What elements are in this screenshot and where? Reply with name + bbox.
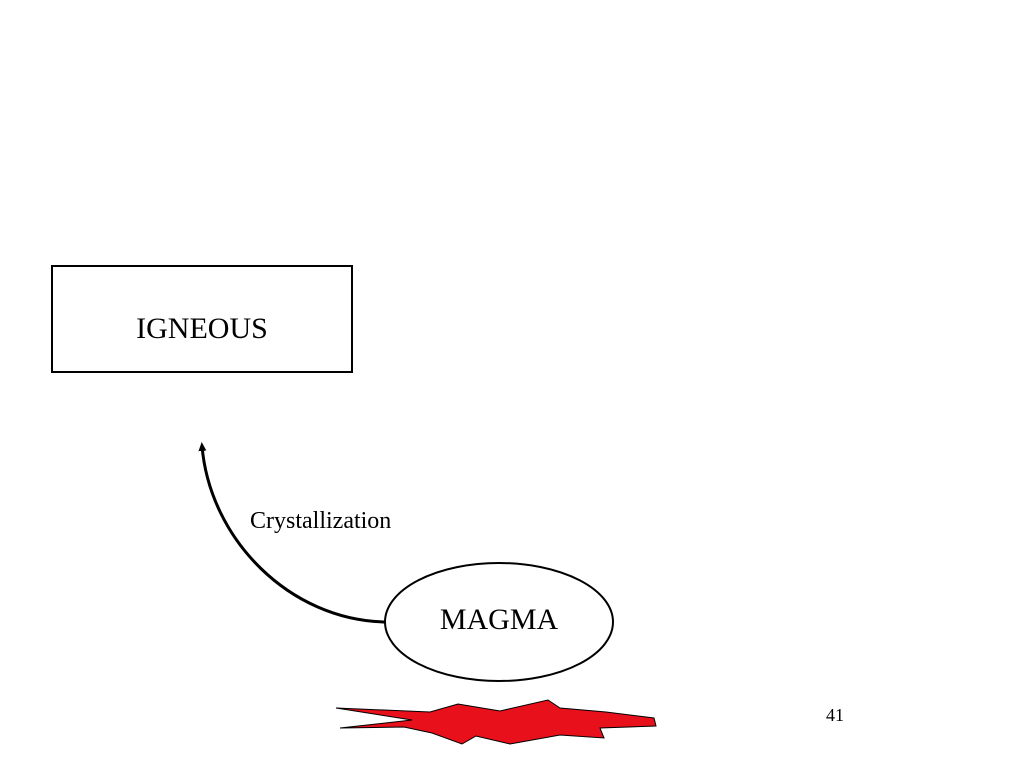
igneous-node: IGNEOUS [51, 265, 353, 373]
crystallization-label: Crystallization [250, 508, 392, 534]
heat-burst-shape [335, 699, 657, 745]
magma-label: MAGMA [439, 603, 559, 636]
magma-ellipse [384, 562, 614, 682]
page-number: 41 [826, 705, 844, 725]
crystallization-arrow [198, 442, 386, 624]
igneous-label: IGNEOUS [136, 312, 268, 345]
